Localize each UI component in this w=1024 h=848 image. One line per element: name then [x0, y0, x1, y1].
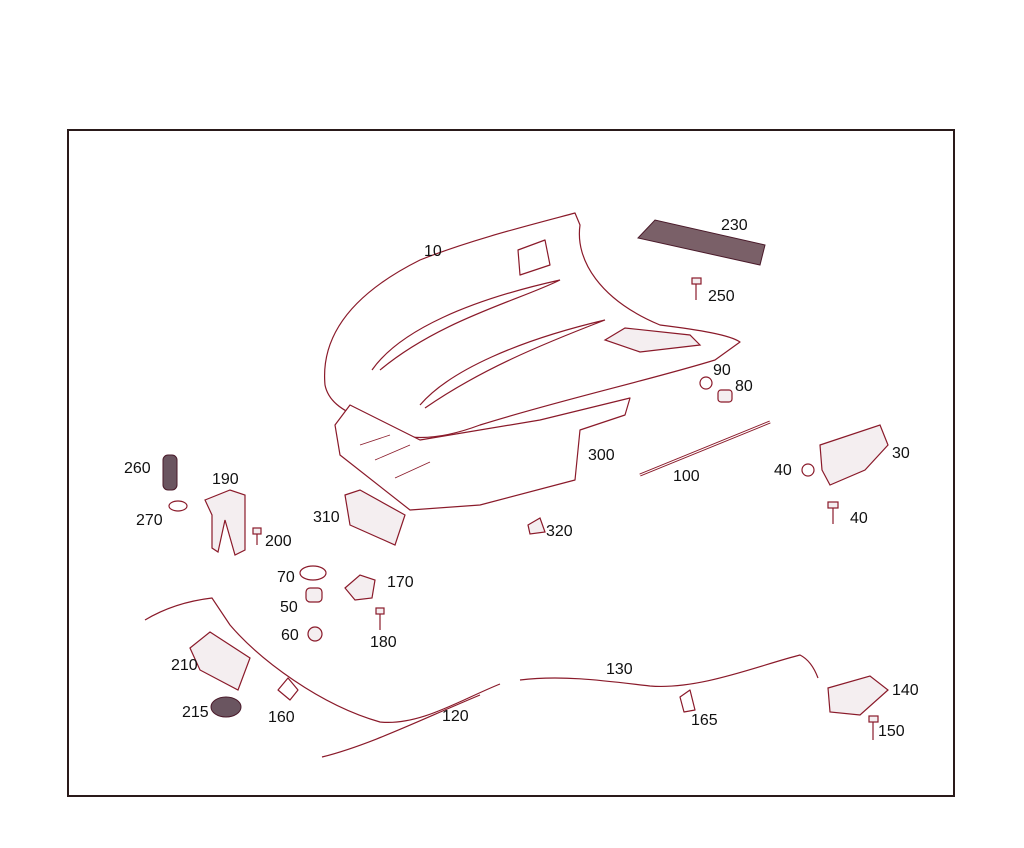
handle-310 — [344, 489, 406, 546]
screw-250 — [691, 277, 702, 300]
label-200: 200 — [265, 533, 292, 550]
label-60: 60 — [281, 627, 299, 644]
label-150: 150 — [878, 723, 905, 740]
label-140: 140 — [892, 682, 919, 699]
label-40-b: 40 — [850, 510, 868, 527]
pad-70 — [299, 565, 327, 581]
label-190: 190 — [212, 471, 239, 488]
bracket-190 — [204, 489, 246, 556]
clip-320 — [527, 517, 546, 535]
label-120: 120 — [442, 708, 469, 725]
label-30: 30 — [892, 445, 910, 462]
buffer-50 — [305, 587, 323, 603]
cable-130 — [519, 654, 819, 688]
washer-90 — [699, 376, 713, 390]
label-10: 10 — [424, 243, 442, 260]
diagram-frame — [67, 129, 955, 797]
bolt-180 — [375, 607, 385, 630]
hood-part — [324, 212, 741, 439]
label-215: 215 — [182, 704, 209, 721]
lock-140 — [827, 675, 889, 716]
label-90: 90 — [713, 362, 731, 379]
grille-part — [637, 219, 766, 266]
screw-200 — [252, 527, 262, 545]
bolt-40 — [827, 501, 839, 524]
screw-150 — [868, 715, 879, 740]
label-50: 50 — [280, 599, 298, 616]
pin-80 — [717, 389, 733, 403]
label-180: 180 — [370, 634, 397, 651]
label-80: 80 — [735, 378, 753, 395]
label-40-a: 40 — [774, 462, 792, 479]
bracket-170 — [344, 574, 376, 601]
label-300: 300 — [588, 447, 615, 464]
spring-260 — [162, 454, 178, 491]
label-170: 170 — [387, 574, 414, 591]
label-100: 100 — [673, 468, 700, 485]
insulation-mat-part — [334, 397, 631, 511]
ring-270 — [168, 500, 188, 512]
gas-strut-part — [639, 420, 771, 477]
label-230: 230 — [721, 217, 748, 234]
label-70: 70 — [277, 569, 295, 586]
clip-160 — [277, 677, 299, 701]
label-310: 310 — [313, 509, 340, 526]
label-130: 130 — [606, 661, 633, 678]
cable-120 — [144, 597, 501, 758]
label-260: 260 — [124, 460, 151, 477]
clip-165 — [679, 689, 696, 713]
label-165: 165 — [691, 712, 718, 729]
label-160: 160 — [268, 709, 295, 726]
hinge-part — [801, 424, 889, 486]
label-320: 320 — [546, 523, 573, 540]
label-250: 250 — [708, 288, 735, 305]
label-270: 270 — [136, 512, 163, 529]
grommet-215 — [210, 696, 242, 718]
nut-60 — [307, 626, 323, 642]
label-210: 210 — [171, 657, 198, 674]
latch-210 — [189, 631, 251, 691]
